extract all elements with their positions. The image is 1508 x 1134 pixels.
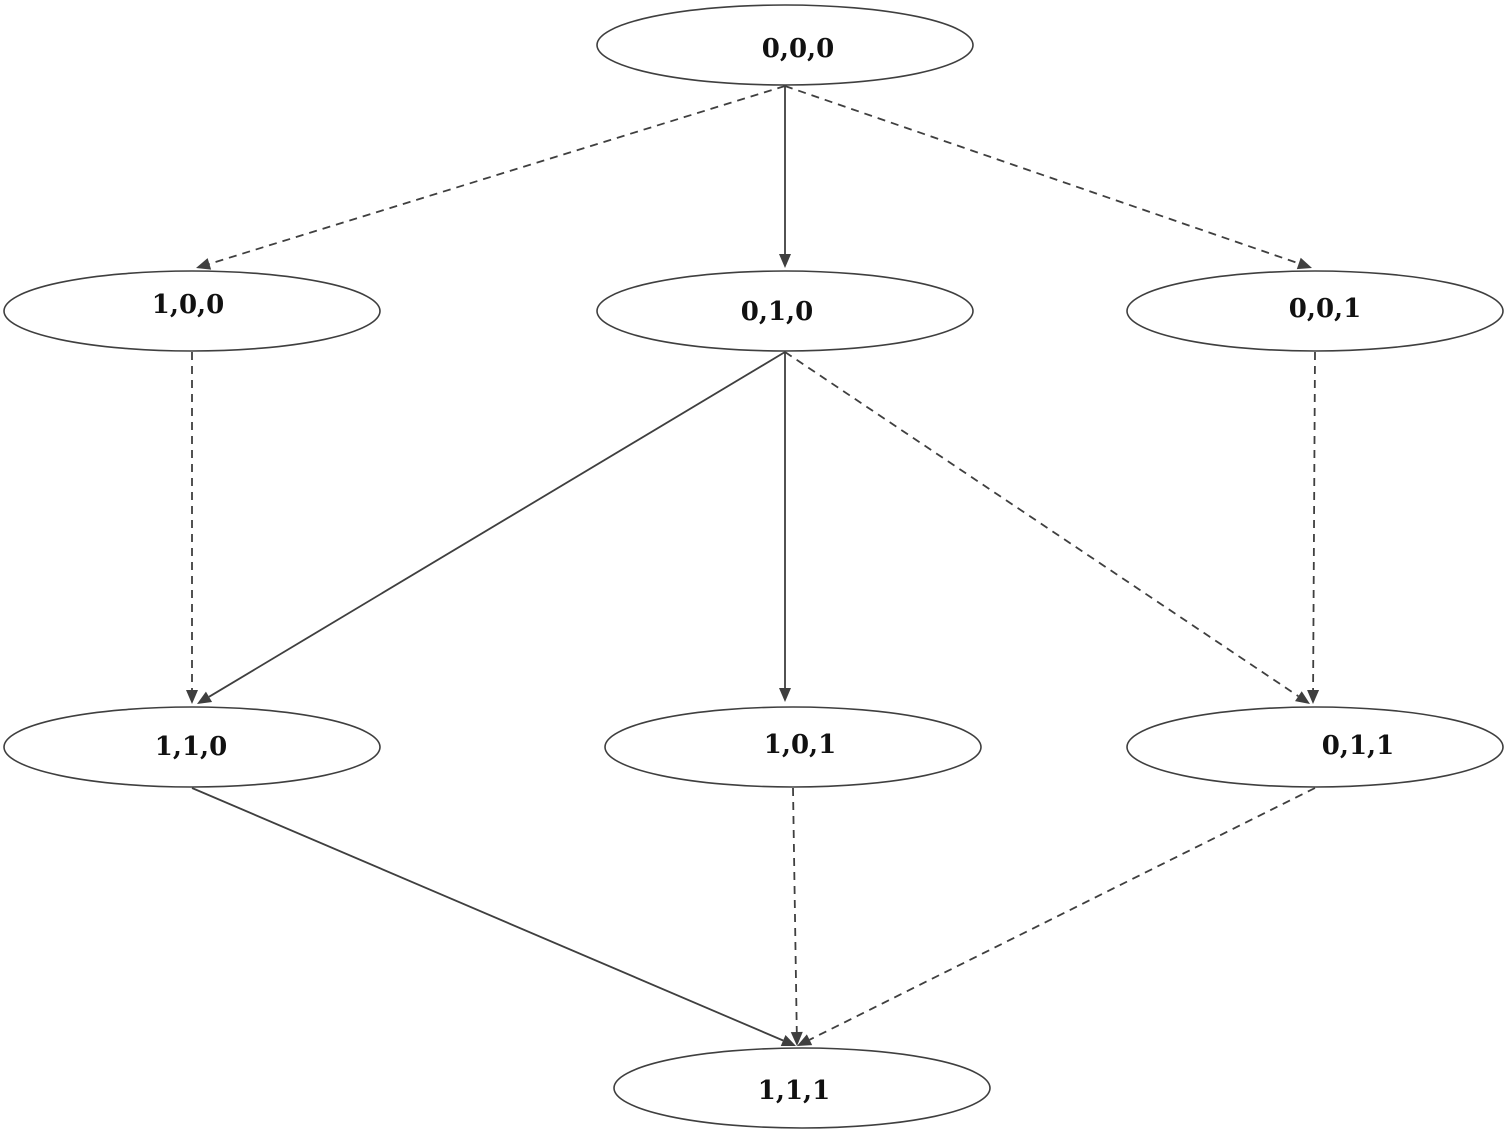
node-1-0-0-ellipse bbox=[3, 270, 381, 352]
node-0-0-0[interactable]: 0,0,0 bbox=[596, 4, 974, 86]
node-0-1-1-label: 0,1,1 bbox=[1322, 731, 1394, 761]
arrowhead-n000-to-n001 bbox=[1296, 257, 1312, 270]
node-1-1-1[interactable]: 1,1,1 bbox=[613, 1047, 991, 1129]
node-1-1-1-ellipse bbox=[613, 1047, 991, 1129]
node-0-1-1[interactable]: 0,1,1 bbox=[1126, 706, 1504, 788]
node-1-1-1-label: 1,1,1 bbox=[758, 1076, 830, 1106]
edge-n000-to-n100 bbox=[209, 85, 786, 265]
edge-n010-to-n110 bbox=[208, 351, 786, 698]
node-1-0-1-label: 1,0,1 bbox=[764, 730, 836, 760]
node-1-0-1-ellipse bbox=[604, 706, 982, 788]
node-0-1-1-ellipse bbox=[1126, 706, 1504, 788]
arrowhead-n100-to-n110 bbox=[186, 690, 198, 704]
node-0-0-1[interactable]: 0,0,1 bbox=[1126, 270, 1504, 352]
arrowhead-n010-to-n110 bbox=[197, 691, 213, 704]
node-0-1-0-ellipse bbox=[596, 270, 974, 352]
edge-n101-to-n111 bbox=[792, 787, 798, 1033]
node-0-1-0[interactable]: 0,1,0 bbox=[596, 270, 974, 352]
node-1-1-0-label: 1,1,0 bbox=[155, 732, 227, 762]
arrowhead-n011-to-n111 bbox=[797, 1034, 813, 1046]
arrowhead-n001-to-n011 bbox=[1307, 689, 1320, 704]
node-1-0-0-label: 1,0,0 bbox=[152, 290, 224, 320]
edge-n001-to-n011 bbox=[1312, 351, 1316, 691]
node-1-0-0[interactable]: 1,0,0 bbox=[3, 270, 381, 352]
arrowhead-n010-to-n101 bbox=[779, 688, 791, 702]
nodes-layer: 0,0,0 1,0,0 0,1,0 0,0,1 1,1,0 1,0,1 0,1,… bbox=[3, 4, 1504, 1129]
arrowhead-n010-to-n011 bbox=[1295, 691, 1310, 704]
arrowhead-n110-to-n111 bbox=[780, 1034, 796, 1047]
node-0-1-0-label: 0,1,0 bbox=[741, 297, 813, 327]
edges-layer bbox=[186, 85, 1320, 1047]
node-1-1-0-ellipse bbox=[3, 706, 381, 788]
node-0-0-0-ellipse bbox=[596, 4, 974, 86]
arrowhead-n000-to-n100 bbox=[196, 258, 212, 270]
node-0-0-1-label: 0,0,1 bbox=[1289, 294, 1361, 324]
edge-n011-to-n111 bbox=[809, 787, 1316, 1041]
node-0-0-0-label: 0,0,0 bbox=[762, 34, 834, 64]
node-1-0-1[interactable]: 1,0,1 bbox=[604, 706, 982, 788]
edge-n010-to-n011 bbox=[784, 351, 1299, 697]
edge-n000-to-n001 bbox=[784, 85, 1300, 265]
node-0-0-1-ellipse bbox=[1126, 270, 1504, 352]
node-1-1-0[interactable]: 1,1,0 bbox=[3, 706, 381, 788]
arrowhead-n000-to-n010 bbox=[779, 254, 791, 268]
edge-n110-to-n111 bbox=[191, 787, 784, 1042]
arrowhead-n101-to-n111 bbox=[790, 1031, 803, 1046]
